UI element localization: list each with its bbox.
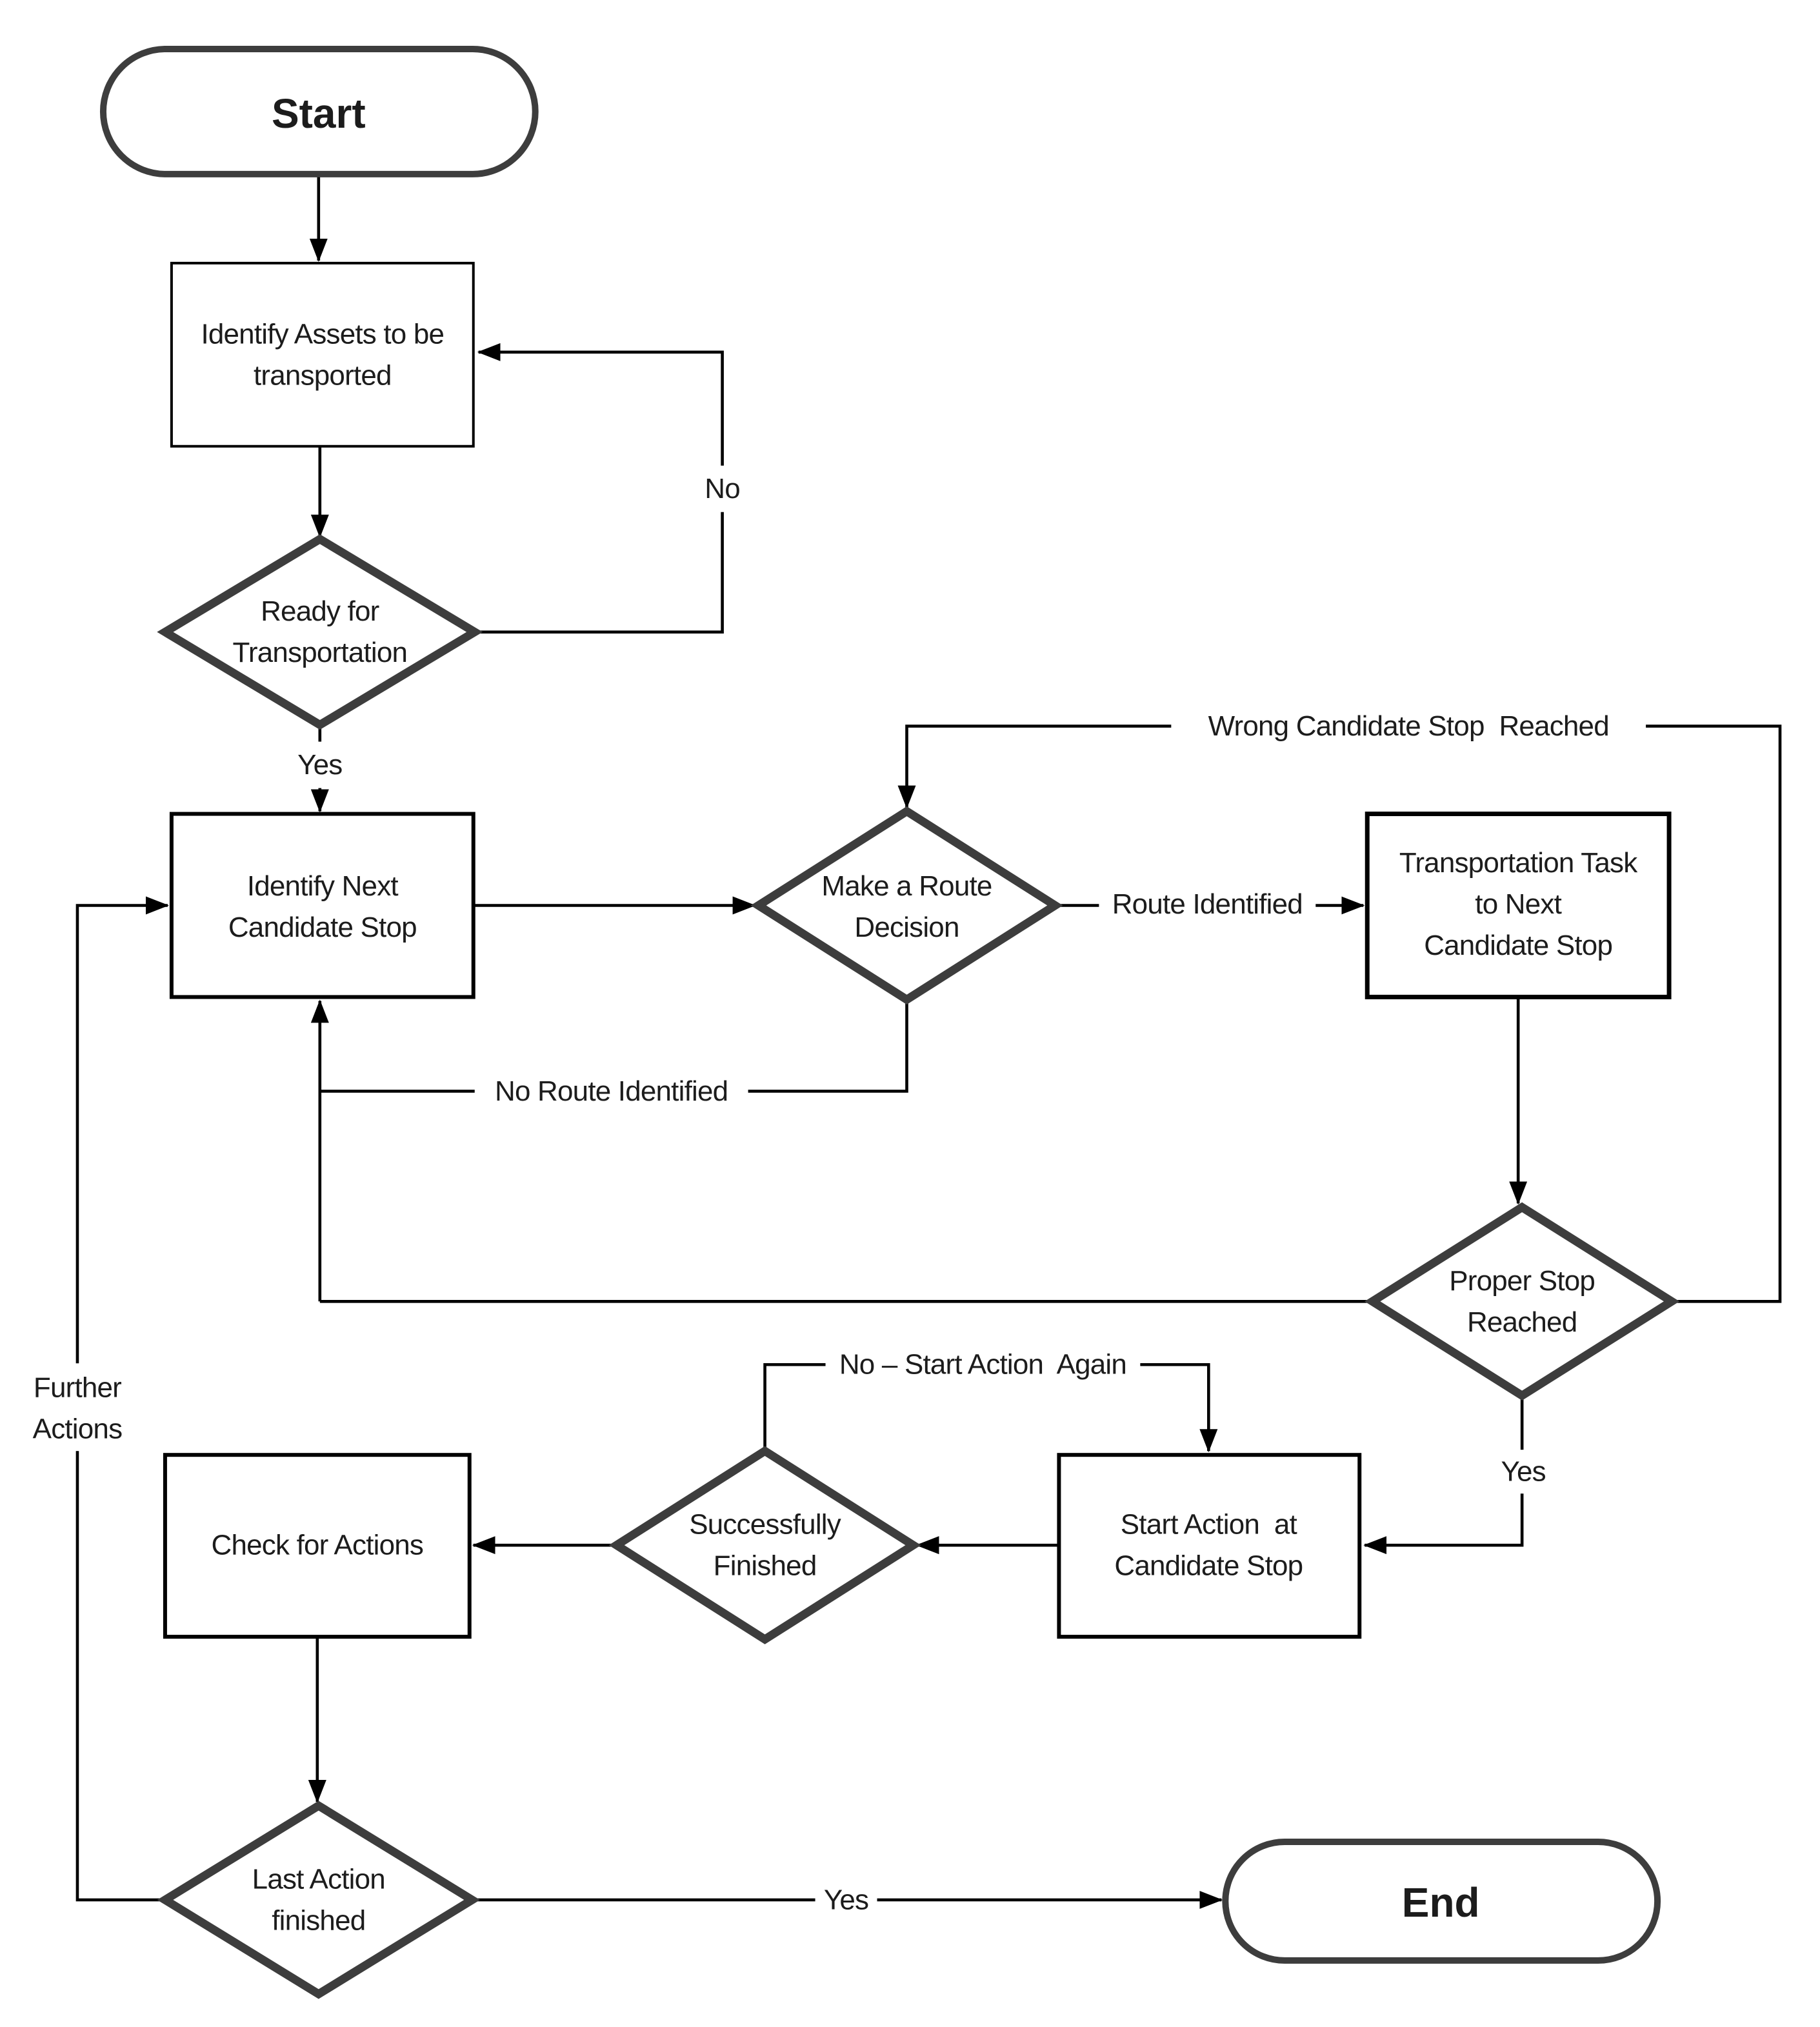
last-action-label-line2: finished bbox=[272, 1904, 365, 1936]
start-node-label: Start bbox=[272, 90, 366, 137]
make-route-decision-node bbox=[750, 806, 1063, 1005]
nodes: Start Identify Assets to be transported … bbox=[99, 45, 1680, 1999]
ready-for-transportation-node bbox=[157, 534, 483, 730]
last-action-finished-node bbox=[157, 1801, 481, 1999]
last-action-label-line1: Last Action bbox=[252, 1863, 385, 1895]
successfully-finished-label-line2: Finished bbox=[714, 1550, 817, 1582]
yes-last-label: Yes bbox=[824, 1884, 868, 1915]
check-for-actions-label: Check for Actions bbox=[212, 1530, 424, 1561]
transportation-task-label-line1: Transportation Task bbox=[1399, 847, 1638, 879]
proper-stop-reached-node bbox=[1365, 1202, 1680, 1401]
wrong-candidate-label-bg bbox=[1171, 704, 1646, 748]
transportation-task-label-line2: to Next bbox=[1475, 888, 1561, 920]
identify-next-candidate-stop-node bbox=[169, 812, 475, 999]
no-start-again-label: No – Start Action Again bbox=[839, 1349, 1126, 1381]
identify-assets-label-line2: transported bbox=[254, 359, 392, 391]
start-action-label-line2: Candidate Stop bbox=[1114, 1550, 1303, 1582]
further-actions-label-line2: Actions bbox=[33, 1413, 123, 1445]
no-route-identified-label-bg bbox=[474, 1069, 748, 1113]
further-actions-label-bg bbox=[20, 1363, 134, 1452]
identify-next-label-line1: Identify Next bbox=[247, 870, 399, 902]
no-route-identified-label: No Route Identified bbox=[495, 1075, 728, 1107]
identify-assets-label-line1: Identify Assets to be bbox=[201, 318, 444, 350]
transportation-task-node bbox=[1365, 812, 1672, 999]
route-identified-label: Route Identified bbox=[1112, 888, 1303, 920]
ready-label-line1: Ready for bbox=[261, 595, 379, 627]
further-actions-label-line1: Further bbox=[34, 1372, 121, 1404]
end-node bbox=[1222, 1838, 1661, 1964]
start-action-label-line1: Start Action at bbox=[1121, 1509, 1297, 1541]
no-label-bg bbox=[696, 465, 748, 512]
route-decision-label-line1: Make a Route bbox=[821, 870, 992, 902]
edge-no-loop bbox=[474, 343, 724, 634]
edge-labels: No Yes Route Identified Wrong Candidate … bbox=[20, 465, 1646, 1922]
yes-proper-label: Yes bbox=[1501, 1456, 1545, 1488]
edge-proper-stop-yes bbox=[1363, 1395, 1524, 1555]
proper-stop-label-line1: Proper Stop bbox=[1449, 1265, 1595, 1297]
ready-label-line2: Transportation bbox=[232, 637, 407, 668]
check-for-actions-node bbox=[163, 1453, 472, 1639]
identify-next-label-line2: Candidate Stop bbox=[228, 912, 417, 943]
edge-wrong-candidate-loop bbox=[897, 724, 1782, 1303]
identify-assets-node bbox=[170, 261, 475, 448]
successfully-finished-node bbox=[608, 1446, 921, 1644]
start-node bbox=[99, 45, 539, 177]
transportation-task-label-line3: Candidate Stop bbox=[1424, 930, 1612, 961]
yes-last-label-bg bbox=[815, 1877, 877, 1922]
yes-ready-label-bg bbox=[290, 741, 350, 788]
wrong-candidate-label: Wrong Candidate Stop Reached bbox=[1208, 710, 1609, 742]
successfully-finished-label-line1: Successfully bbox=[689, 1509, 841, 1541]
start-action-node bbox=[1057, 1453, 1362, 1639]
no-label: No bbox=[705, 473, 740, 504]
end-node-label: End bbox=[1402, 1879, 1480, 1926]
yes-proper-label-bg bbox=[1494, 1450, 1554, 1494]
proper-stop-label-line2: Reached bbox=[1467, 1306, 1577, 1338]
yes-ready-label: Yes bbox=[297, 749, 342, 781]
route-decision-label-line2: Decision bbox=[854, 912, 959, 943]
route-identified-label-bg bbox=[1099, 882, 1316, 926]
no-start-again-label-bg bbox=[825, 1343, 1141, 1387]
